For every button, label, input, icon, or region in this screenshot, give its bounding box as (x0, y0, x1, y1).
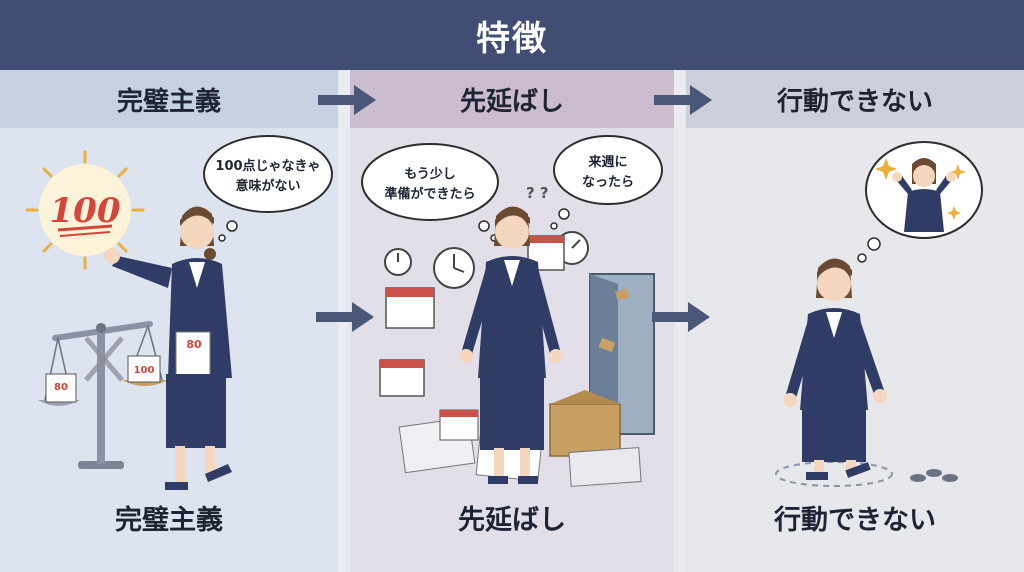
step-header-label: 先延ばし (460, 81, 564, 118)
thought-left-line-2: 準備ができたら (384, 186, 475, 202)
panel-perfectionism: 完璧主義 100 100点じゃなきゃ 意味がない (0, 70, 338, 572)
step-caption-procrastination: 先延ばし (350, 498, 674, 537)
balance-scale: 80 100 (38, 323, 168, 469)
step-header-procrastination: 先延ばし (350, 70, 674, 128)
thought-line-2: 意味がない (235, 178, 300, 194)
perfectionism-illustration: 100 100点じゃなきゃ 意味がない 80 10 (0, 128, 338, 498)
panel-inaction: 行動できない (686, 70, 1024, 572)
businesswoman-stuck (783, 258, 887, 480)
page-title: 特徴 (476, 11, 548, 60)
flow-arrow-right (316, 302, 376, 332)
score-badge: 100 (27, 152, 143, 268)
procrastination-illustration: もう少し 準備ができたら 来週に なったら ? ? (350, 128, 674, 498)
thought-bubble-perfect: 100点じゃなきゃ 意味がない (204, 136, 332, 241)
step-header-inaction: 行動できない (686, 70, 1024, 128)
scale-left-score: 80 (54, 382, 68, 393)
flow-arrow-right (654, 85, 714, 115)
dream-bubble (858, 142, 982, 262)
step-caption-inaction: 行動できない (686, 498, 1024, 537)
thought-right-line-2: なったら (582, 175, 634, 190)
step-caption-perfectionism: 完璧主義 (0, 498, 338, 537)
thought-left-line-1: もう少し (404, 166, 456, 182)
paper-score: 80 (186, 338, 202, 351)
calendar-icon (380, 360, 424, 396)
clock-icon (434, 248, 474, 288)
question-marks: ? ? (526, 184, 549, 202)
title-banner: 特徴 (0, 0, 1024, 70)
thought-line-1: 100点じゃなきゃ (215, 158, 320, 174)
step-header-perfectionism: 完璧主義 (0, 70, 338, 128)
calendar-icon (386, 288, 434, 328)
panel-procrastination: 先延ばし もう少し 準備ができたら 来週に なったら ? ? (350, 70, 674, 572)
thought-bubble-later: もう少し 準備ができたら (362, 144, 498, 241)
clock-icon (385, 249, 411, 275)
inaction-illustration (686, 128, 1024, 498)
scale-right-score: 100 (134, 365, 155, 376)
flow-arrow-right (652, 302, 712, 332)
thought-bubble-next-week: 来週に なったら (551, 136, 662, 229)
flow-arrow-right (318, 85, 378, 115)
step-header-label: 完璧主義 (117, 81, 221, 118)
step-header-label: 行動できない (777, 81, 933, 118)
thought-right-line-1: 来週に (587, 154, 627, 170)
